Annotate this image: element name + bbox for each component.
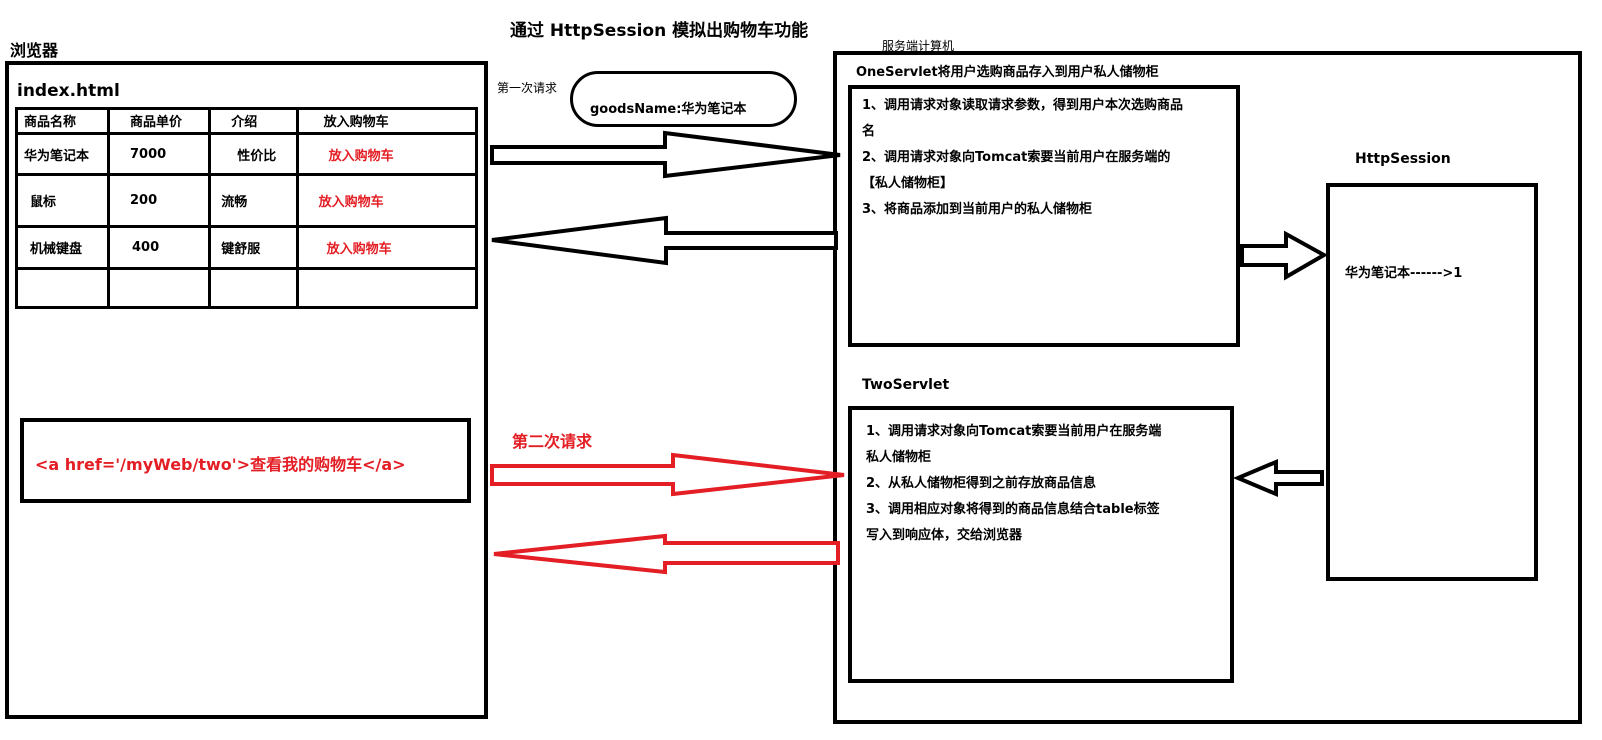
table-cell: 鼠标 [15, 173, 110, 229]
table-cell: 机械键盘 [15, 225, 110, 270]
step-text: 名 [862, 124, 876, 139]
step-text: 3、调用相应对象将得到的商品信息结合table标签 [866, 502, 1160, 517]
first-request-label: 第一次请求 [497, 81, 558, 95]
table-cell [106, 266, 212, 310]
column-header: 商品单价 [106, 107, 212, 135]
session-box [1326, 183, 1538, 581]
first-request-arrow [490, 130, 841, 179]
one-servlet-box [848, 85, 1240, 347]
page-name: index.html [17, 81, 120, 101]
add-to-cart-link[interactable]: 放入购物车 [295, 225, 479, 270]
step-text: 2、从私人储物柜得到之前存放商品信息 [866, 476, 1097, 491]
table-row: 华为笔记本 7000 性价比 放入购物车 [15, 131, 479, 177]
table-cell: 流畅 [208, 173, 299, 229]
step-text: 2、调用请求对象向Tomcat索要当前用户在服务端的 [862, 150, 1171, 165]
read-session-arrow [1232, 458, 1324, 498]
step-text: 私人储物柜 [866, 450, 932, 465]
second-request-label: 第二次请求 [512, 432, 593, 451]
table-row: 鼠标 200 流畅 放入购物车 [15, 173, 479, 229]
link-box [20, 418, 471, 503]
table-cell: 7000 [106, 131, 212, 177]
two-servlet-steps: 1、调用请求对象向Tomcat索要当前用户在服务端 私人储物柜 2、从私人储物柜… [866, 419, 1161, 549]
diagram-title: 通过 HttpSession 模拟出购物车功能 [510, 21, 809, 41]
table-cell [208, 266, 299, 310]
session-title: HttpSession [1355, 151, 1451, 167]
add-to-cart-link[interactable]: 放入购物车 [295, 173, 479, 229]
column-header: 放入购物车 [295, 107, 479, 135]
session-content: 华为笔记本------>1 [1345, 266, 1463, 281]
table-cell: 性价比 [208, 131, 299, 177]
step-text: 写入到响应体，交给浏览器 [866, 528, 1023, 543]
one-servlet-steps: 1、调用请求对象读取请求参数，得到用户本次选购商品 名 2、调用请求对象向Tom… [862, 93, 1183, 223]
server-label: 服务端计算机 [882, 39, 955, 53]
table-cell [295, 266, 479, 310]
second-request-arrow [490, 452, 845, 497]
request-param-bubble [570, 71, 797, 127]
table-cell: 键舒服 [208, 225, 299, 270]
step-text: 1、调用请求对象读取请求参数，得到用户本次选购商品 [862, 98, 1184, 113]
add-to-cart-link[interactable]: 放入购物车 [295, 131, 479, 177]
step-text: 【私人储物柜】 [862, 176, 954, 191]
table-header-row: 商品名称 商品单价 介绍 放入购物车 [15, 107, 479, 135]
step-text: 1、调用请求对象向Tomcat索要当前用户在服务端 [866, 424, 1162, 439]
two-servlet-title: TwoServlet [862, 377, 950, 393]
first-response-arrow [491, 215, 838, 266]
table-cell: 400 [106, 225, 212, 270]
two-servlet-box [848, 406, 1234, 683]
step-text: 3、将商品添加到当前用户的私人储物柜 [862, 202, 1093, 217]
table-cell: 200 [106, 173, 212, 229]
table-cell: 华为笔记本 [15, 131, 110, 177]
store-session-arrow [1240, 230, 1329, 281]
goods-table: 商品名称 商品单价 介绍 放入购物车 华为笔记本 7000 性价比 放入购物车 … [15, 107, 479, 310]
column-header: 商品名称 [15, 107, 110, 135]
column-header: 介绍 [208, 107, 299, 135]
request-param: goodsName:华为笔记本 [590, 102, 747, 117]
table-cell [15, 266, 110, 310]
browser-label: 浏览器 [10, 41, 59, 60]
table-row: 机械键盘 400 键舒服 放入购物车 [15, 225, 479, 270]
cart-link[interactable]: <a href='/myWeb/two'>查看我的购物车</a> [35, 455, 406, 474]
second-response-arrow [493, 533, 840, 575]
table-row [15, 266, 479, 310]
one-servlet-title: OneServlet将用户选购商品存入到用户私人储物柜 [856, 65, 1159, 80]
